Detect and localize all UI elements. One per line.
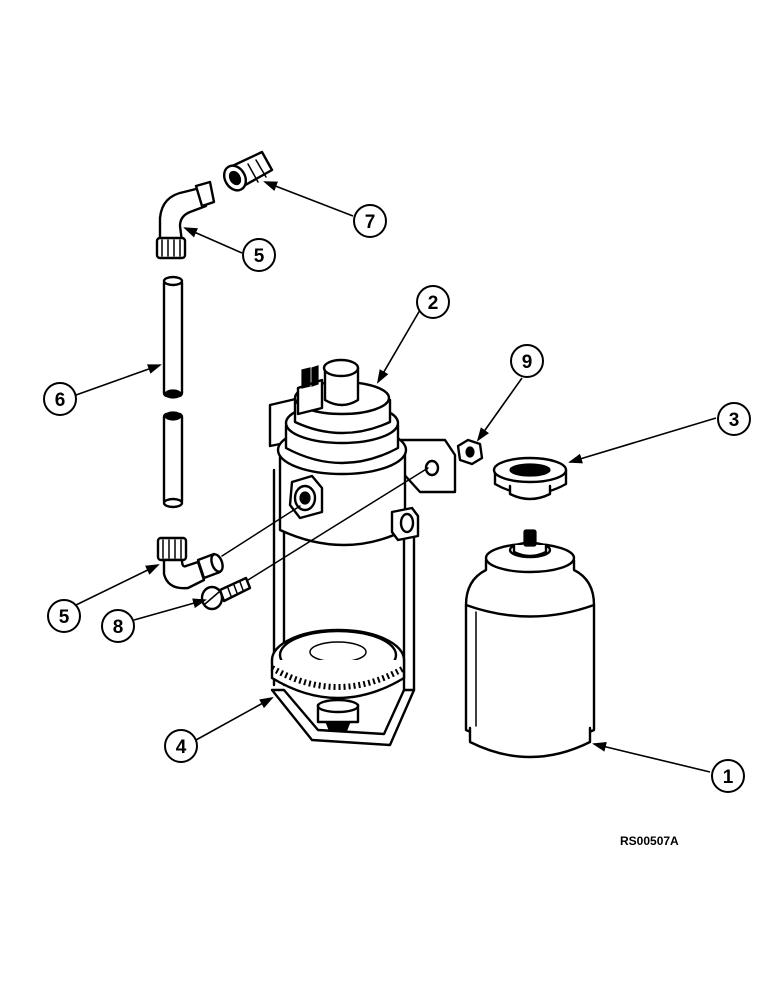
fuel-tube (162, 275, 184, 509)
filter-cartridge (464, 529, 596, 759)
callout-9: 9 (510, 344, 544, 378)
leader-1 (592, 741, 711, 773)
upper-elbow-fitting (155, 180, 216, 260)
leader-2 (376, 309, 421, 384)
callout-label: 1 (723, 767, 734, 788)
callout-7: 7 (353, 204, 387, 238)
leader-lines (75, 181, 717, 773)
leader-6 (75, 364, 162, 396)
callout-4: 4 (164, 729, 198, 763)
callout-2: 2 (416, 285, 450, 319)
callout-6: 6 (43, 382, 77, 416)
leader-5-lower (75, 564, 160, 606)
leader-9 (476, 377, 523, 442)
grommet (492, 456, 568, 501)
callout-label: 6 (55, 390, 66, 411)
callout-label: 5 (59, 607, 70, 628)
callout-1: 1 (711, 759, 745, 793)
callout-label: 4 (176, 737, 187, 758)
leader-8 (133, 598, 207, 621)
callout-5-upper: 5 (242, 238, 276, 272)
callout-label: 5 (254, 246, 265, 267)
leader-4 (195, 697, 274, 741)
hex-nut (456, 438, 484, 466)
callout-label: 7 (365, 212, 376, 233)
callout-label: 2 (428, 293, 439, 314)
leader-7 (263, 181, 354, 217)
callout-label: 8 (113, 617, 124, 638)
callout-8: 8 (101, 609, 135, 643)
callout-3: 3 (717, 402, 751, 436)
filter-head-assembly (268, 358, 457, 747)
callout-5-lower: 5 (47, 599, 81, 633)
leader-3 (568, 417, 717, 464)
leader-5-upper (183, 227, 243, 254)
callout-label: 9 (522, 352, 533, 373)
callout-label: 3 (729, 410, 740, 431)
mounting-screw (200, 576, 252, 611)
lower-elbow-fitting (156, 536, 224, 590)
reference-code: RS00507A (620, 834, 679, 848)
hose-barb-fitting (222, 150, 274, 192)
